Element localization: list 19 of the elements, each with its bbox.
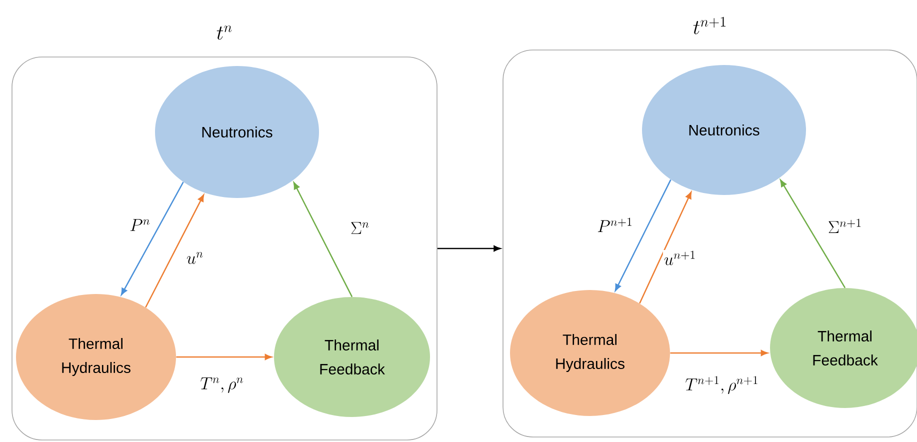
arrow	[639, 192, 692, 304]
edge-label: $P^{n+1}$	[596, 217, 634, 233]
time-step-heading: $t^{n}$	[216, 26, 232, 40]
arrow	[293, 182, 353, 298]
arrow	[614, 179, 672, 292]
arrow	[145, 194, 204, 308]
arrow	[670, 350, 768, 356]
edge-label: $P^{n}$	[128, 218, 152, 232]
edge-label: $\Sigma^{n}$	[349, 221, 371, 235]
edge-label: $\Sigma^{n+1}$	[826, 218, 864, 234]
arrow	[176, 354, 272, 360]
edge-label: $T^{n}, \rho^{n}$	[199, 376, 245, 394]
edge-label: $u^{n}$	[185, 251, 205, 265]
time-step-heading: $t^{n+1}$	[693, 16, 726, 34]
arrow	[120, 182, 184, 296]
arrow	[437, 246, 501, 252]
edge-label: $T^{n+1}, \rho^{n+1}$	[684, 375, 760, 395]
arrow	[780, 180, 846, 288]
edge-label: $u^{n+1}$	[662, 250, 698, 266]
